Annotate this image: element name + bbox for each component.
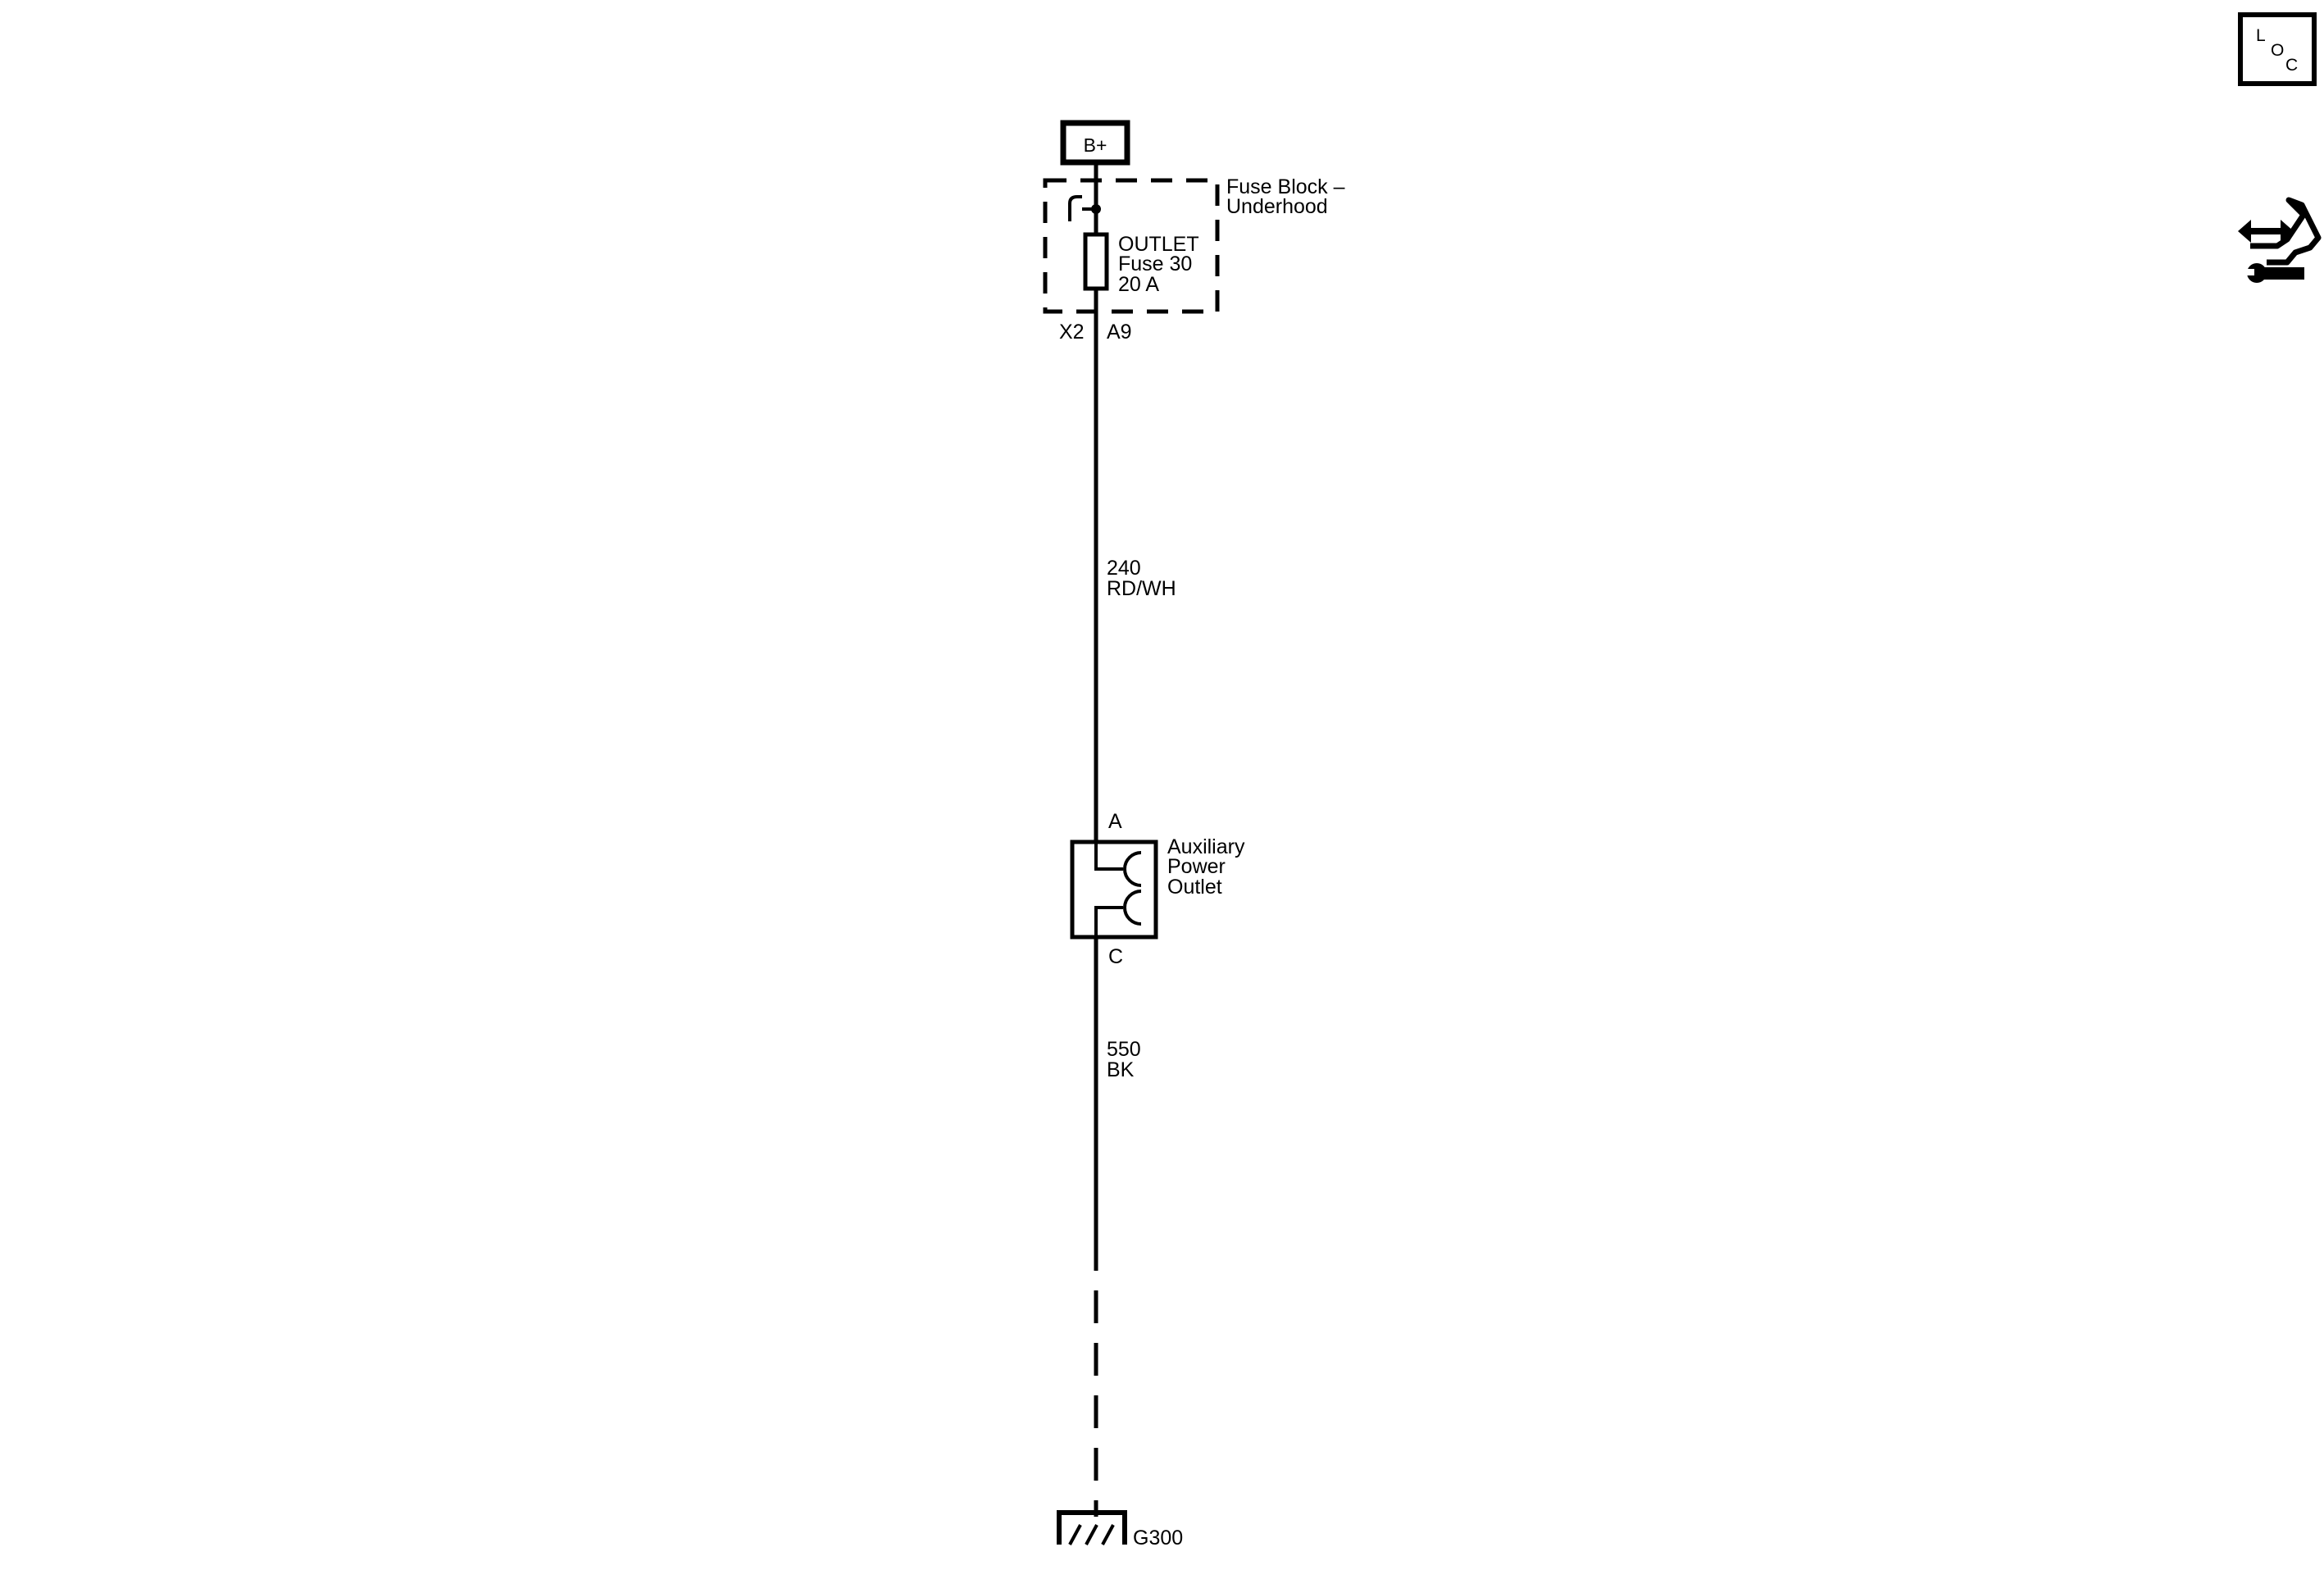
loc-icon[interactable]: L O C [2238,12,2317,86]
fuse-rating: 20 A [1118,273,1159,296]
fuse-block-name-line1: Fuse Block – [1226,175,1345,198]
wire-supply-circuit: 240 [1107,557,1141,580]
loc-letter-c: C [2285,56,2298,75]
wire-supply-color: RD/WH [1107,577,1176,600]
wire-ground-circuit: 550 [1107,1038,1141,1061]
power-source-b-plus: B+ [1060,120,1130,166]
outlet-pin-bottom: C [1108,945,1123,968]
outlet-name-line1: Auxiliary [1167,835,1245,858]
outlet-name-line2: Power [1167,855,1226,878]
outlet-name-line3: Outlet [1167,876,1222,899]
fuse-block-underhood: Fuse Block – Underhood X2 A9 [1043,175,1345,344]
loc-letter-o: O [2271,41,2284,60]
fuse-number: Fuse 30 [1118,253,1192,275]
fuse-name: OUTLET [1118,233,1199,256]
connector-wrench-icon[interactable] [2238,197,2322,283]
loc-letter-l: L [2256,26,2266,45]
ground-label: G300 [1133,1527,1183,1549]
wire-supply-label: 240 RD/WH [1107,557,1176,600]
fuse-block-name-line2: Underhood [1226,195,1328,218]
fuse-block-pin: A9 [1107,321,1132,344]
ground-icon: G300 [1057,1510,1183,1549]
wire-ground-color: BK [1107,1058,1135,1081]
auxiliary-power-outlet: A Auxiliary Power Outlet C [1070,810,1245,968]
wire-ground-label: 550 BK [1107,1038,1141,1081]
fuse-labels: OUTLET Fuse 30 20 A [1118,233,1199,296]
power-source-label: B+ [1084,134,1107,156]
fuse-block-connector: X2 [1059,321,1085,344]
outlet-pin-top: A [1108,810,1122,833]
fuse-icon [1083,232,1109,291]
